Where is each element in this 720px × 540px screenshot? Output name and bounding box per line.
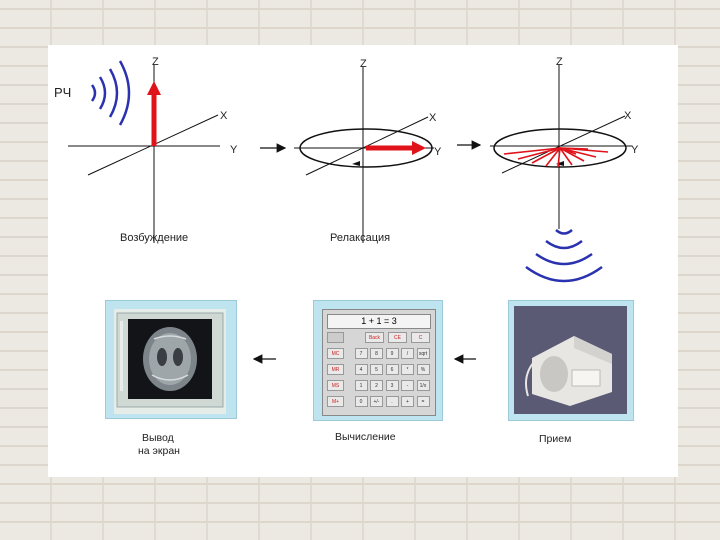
axis-label-z: Z: [556, 56, 563, 68]
calc-key: 3: [385, 380, 399, 391]
axis-label-y: Y: [631, 144, 639, 156]
axis-label-z: Z: [152, 56, 159, 68]
calc-key: sqrt: [416, 348, 430, 359]
mri-scan-image: [114, 309, 226, 414]
stage-dephasing: Z X Y: [490, 56, 639, 283]
rf-wave-icon: [90, 60, 131, 126]
calc-key: 0: [354, 396, 368, 407]
stage-relaxation: Z X Y Релаксация: [294, 58, 442, 244]
caption-display-line2: на экран: [138, 445, 180, 457]
display-panel: [105, 300, 237, 419]
dephasing-vectors: [503, 147, 609, 168]
diagram-card: Z X Y РЧ Возбуждение Z X: [48, 45, 678, 477]
rotation-arrowhead: [352, 161, 360, 166]
calc-key: 9: [385, 348, 399, 359]
precession-ellipse: [493, 128, 627, 168]
axis-label-y: Y: [434, 146, 442, 158]
axis-label-x: X: [220, 110, 228, 122]
calc-key: 4: [354, 364, 368, 375]
vector-arrowhead: [147, 81, 161, 95]
calc-key: M+: [327, 396, 344, 407]
calc-key: MR: [327, 364, 344, 375]
calc-key: *: [401, 364, 414, 375]
stage-excitation: Z X Y РЧ Возбуждение: [54, 56, 238, 244]
calc-key: =: [416, 396, 430, 407]
calculator-display: 1 + 1 = 3: [327, 314, 431, 329]
calc-key: /: [401, 348, 414, 359]
calc-memory-indicator: [327, 332, 344, 343]
rotation-arrowhead: [556, 161, 564, 166]
calc-key: 6: [385, 364, 399, 375]
calc-key: 2: [370, 380, 383, 391]
calc-key: MS: [327, 380, 344, 391]
calc-key: MC: [327, 348, 344, 359]
precession-ellipse: [299, 128, 433, 168]
calc-key: +: [401, 396, 414, 407]
caption-relaxation: Релаксация: [330, 232, 390, 244]
receiver-coil-image: [514, 306, 627, 414]
calc-key-back: Back: [365, 332, 384, 343]
calc-key: 8: [370, 348, 383, 359]
signal-wave-icon: [525, 229, 603, 283]
caption-excitation: Возбуждение: [120, 232, 188, 244]
mri-process-diagram: Z X Y РЧ Возбуждение Z X: [54, 56, 639, 457]
axis-label-y: Y: [230, 144, 238, 156]
axis-label-x: X: [624, 110, 632, 122]
calc-key: 1/x: [416, 380, 430, 391]
calc-key: -: [401, 380, 414, 391]
calc-key: +/-: [370, 396, 383, 407]
vector-arrowhead: [412, 141, 426, 155]
calc-key: %: [416, 364, 430, 375]
caption-calculation: Вычисление: [335, 431, 396, 443]
axis-label-x: X: [429, 112, 437, 124]
calc-key: .: [385, 396, 399, 407]
calc-key: 5: [370, 364, 383, 375]
calc-key: 1: [354, 380, 368, 391]
rf-label: РЧ: [54, 85, 71, 100]
caption-reception: Прием: [539, 433, 571, 445]
caption-display-line1: Вывод: [142, 432, 174, 444]
calc-key-c: C: [411, 332, 430, 343]
reception-panel: [508, 300, 634, 421]
calc-key-ce: CE: [388, 332, 407, 343]
axis-label-z: Z: [360, 58, 367, 70]
calc-key: 7: [354, 348, 368, 359]
